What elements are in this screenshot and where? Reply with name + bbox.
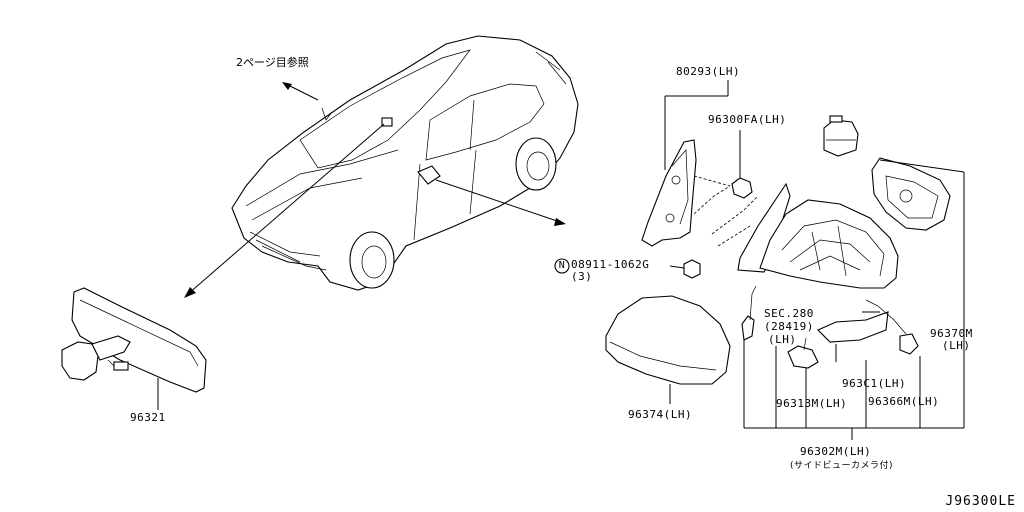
car-illustration bbox=[231, 35, 579, 291]
clip-96300fa bbox=[731, 130, 753, 199]
nut-marker-symbol: N bbox=[558, 260, 566, 271]
label-08911-qty: (3) bbox=[571, 270, 593, 283]
actuator-motor bbox=[823, 115, 859, 157]
label-08911: 08911-1062G bbox=[571, 258, 650, 271]
label-sec280-ref: (28419) bbox=[764, 320, 814, 333]
mirror-cover-96374 bbox=[605, 295, 731, 404]
bracket-80293 bbox=[641, 80, 729, 247]
nut-08911 bbox=[554, 258, 701, 279]
label-963c1: 963C1(LH) bbox=[842, 377, 907, 390]
camera-harness bbox=[741, 285, 919, 369]
label-sec280: SEC.280 bbox=[764, 307, 814, 320]
mirror-glass-96370m bbox=[871, 157, 965, 428]
inner-mirror-96321 bbox=[61, 287, 207, 410]
label-96302m: 96302M(LH) bbox=[800, 445, 872, 458]
label-96370m: 96370M bbox=[930, 327, 973, 340]
label-96302m-note: (サイドビューカメラ付) bbox=[790, 461, 894, 471]
assembly-lines bbox=[693, 175, 759, 247]
label-96300fa: 96300FA(LH) bbox=[708, 113, 787, 126]
mirror-housing bbox=[759, 199, 899, 289]
label-80293: 80293(LH) bbox=[676, 65, 741, 78]
arrows bbox=[184, 82, 566, 298]
label-96374: 96374(LH) bbox=[628, 408, 693, 421]
label-96366m: 96366M(LH) bbox=[868, 395, 940, 408]
diagram-code: J96300LE bbox=[945, 494, 1016, 509]
leader-lines bbox=[743, 311, 964, 440]
label-96313m: 96313M(LH) bbox=[776, 397, 848, 410]
label-96370m-side: (LH) bbox=[942, 339, 971, 352]
reference-note: 2ページ目参照 bbox=[236, 56, 309, 69]
label-96321: 96321 bbox=[130, 411, 166, 424]
label-sec280-side: (LH) bbox=[768, 333, 797, 346]
